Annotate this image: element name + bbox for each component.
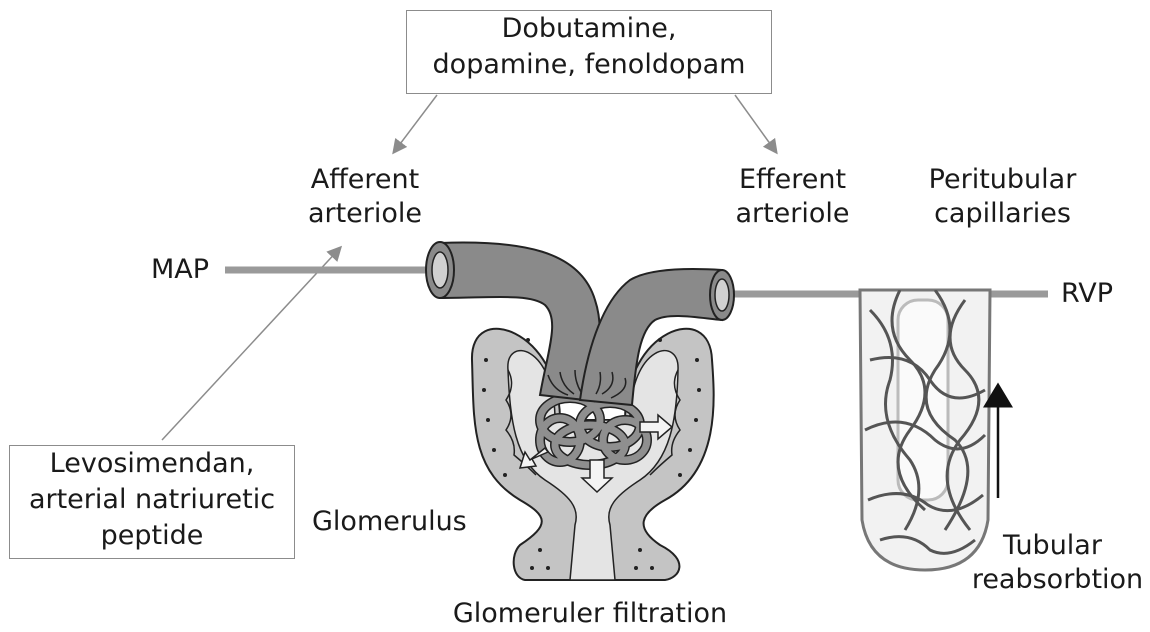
peritubular-label-line2: capillaries <box>915 196 1090 232</box>
rvp-label: RVP <box>1052 276 1122 312</box>
arrow-to-efferent <box>735 95 776 152</box>
drug-box-levosimendan: Levosimendan, arterial natriuretic pepti… <box>9 445 295 559</box>
tubular-label-line2: reabsorbtion <box>970 562 1145 598</box>
drug-box-levosimendan-line3: peptide <box>10 518 294 554</box>
tubular-label-line1: Tubular <box>980 528 1125 564</box>
drug-box-inotropes-line2: dopamine, fenoldopam <box>407 47 771 83</box>
drug-box-levosimendan-line1: Levosimendan, <box>10 446 294 482</box>
afferent-label-line1: Afferent <box>300 162 430 198</box>
map-label: MAP <box>140 252 220 288</box>
peritubular-label-line1: Peritubular <box>915 162 1090 198</box>
glomerulus-label: Glomerulus <box>312 504 462 540</box>
drug-box-levosimendan-line2: arterial natriuretic <box>10 482 294 518</box>
arrow-to-afferent <box>394 95 437 152</box>
drug-box-inotropes: Dobutamine, dopamine, fenoldopam <box>406 10 772 94</box>
filtration-label: Glomeruler filtration <box>430 596 750 632</box>
afferent-arteriole-lumen <box>432 252 448 288</box>
afferent-label-line2: arteriole <box>300 196 430 232</box>
peritubular-tubule <box>860 290 990 570</box>
efferent-label-line2: arteriole <box>725 196 860 232</box>
drug-box-inotropes-line1: Dobutamine, <box>407 11 771 47</box>
efferent-label-line1: Efferent <box>725 162 860 198</box>
efferent-arteriole-lumen <box>715 279 729 311</box>
